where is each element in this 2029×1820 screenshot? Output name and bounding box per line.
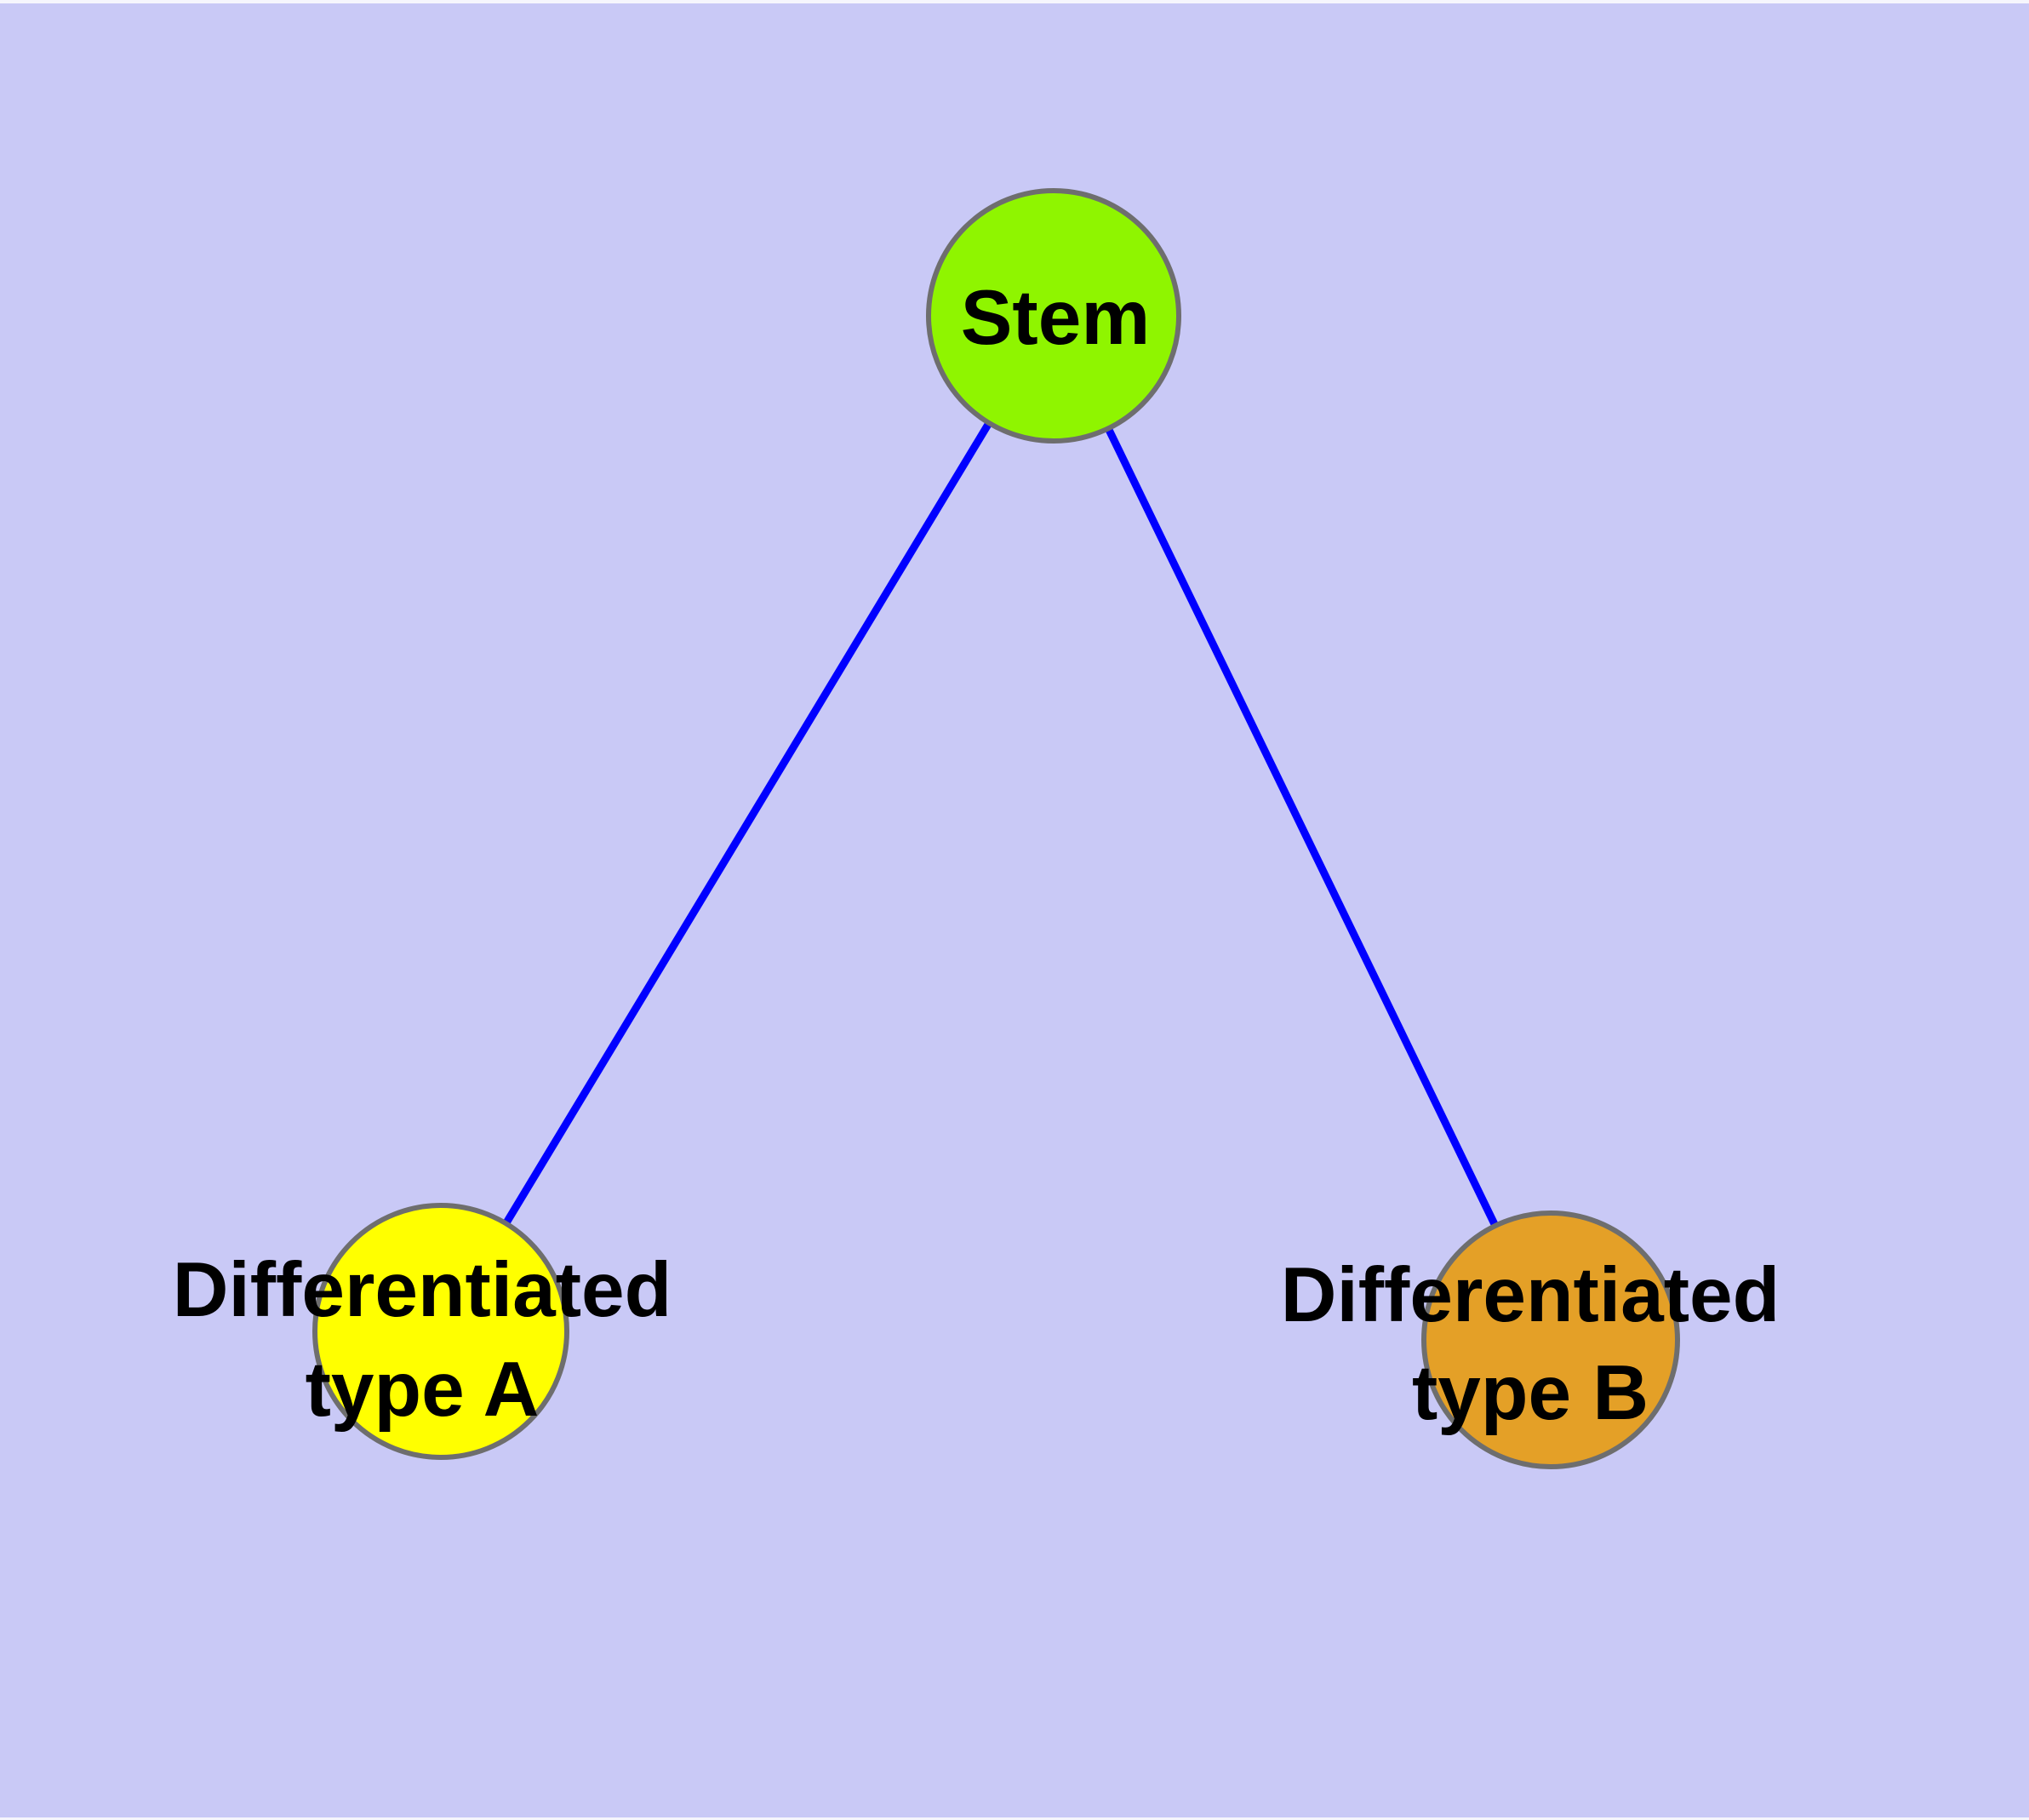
node-type-b-label-line2: type B bbox=[1412, 1350, 1649, 1436]
node-type-b-label-line1: Differentiated bbox=[1281, 1252, 1780, 1338]
node-stem[interactable]: Stem bbox=[926, 188, 1181, 444]
node-differentiated-type-a[interactable]: Differentiated type A bbox=[173, 1203, 672, 1460]
node-type-a-circle[interactable] bbox=[312, 1203, 569, 1460]
node-differentiated-type-b[interactable]: Differentiated type B bbox=[1281, 1210, 1780, 1469]
node-stem-label: Stem bbox=[961, 275, 1151, 361]
canvas-top-edge bbox=[0, 0, 2029, 3]
node-type-b-circle[interactable] bbox=[1421, 1210, 1680, 1469]
edge-stem-to-type-b[interactable] bbox=[1049, 314, 1555, 1342]
canvas-bottom-edge bbox=[0, 1817, 2029, 1820]
node-type-a-label-line2: type A bbox=[306, 1347, 540, 1433]
edge-layer bbox=[437, 313, 1555, 1342]
node-type-a-label-line1: Differentiated bbox=[173, 1247, 672, 1333]
node-stem-circle[interactable] bbox=[926, 188, 1181, 444]
edge-stem-to-type-a[interactable] bbox=[437, 313, 1057, 1334]
